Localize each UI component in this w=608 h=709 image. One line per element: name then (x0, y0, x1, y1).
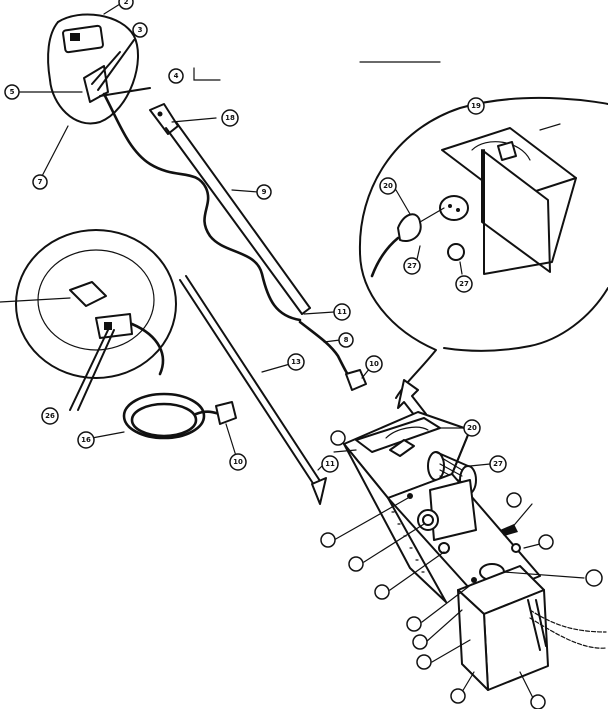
callout-blank-circles (320, 430, 603, 709)
svg-text:26: 26 (45, 412, 55, 420)
callout-9: 9 (256, 184, 272, 200)
search-coil (0, 229, 177, 411)
callout-3: 3 (132, 22, 148, 38)
callout-27c: 27 (489, 455, 507, 473)
leader-lines (333, 427, 585, 701)
coiled-cable (91, 392, 237, 457)
callout-7: 7 (32, 174, 48, 190)
control-cable-plug (298, 320, 371, 391)
callout-19: 19 (467, 97, 485, 115)
callout-27a: 27 (403, 257, 421, 275)
svg-text:11: 11 (337, 308, 347, 316)
svg-text:5: 5 (10, 88, 15, 96)
svg-text:20: 20 (467, 424, 477, 432)
svg-text:7: 7 (38, 178, 43, 186)
svg-text:8: 8 (344, 336, 349, 344)
svg-text:18: 18 (225, 114, 235, 122)
callout-13: 13 (287, 353, 305, 371)
coil-cable (102, 92, 302, 322)
callout-27b: 27 (455, 275, 473, 293)
svg-text:4: 4 (174, 72, 179, 80)
callout-4: 4 (168, 68, 184, 84)
svg-text:27: 27 (459, 280, 469, 288)
svg-text:16: 16 (81, 436, 91, 444)
callout-8: 8 (338, 332, 354, 348)
svg-text:3: 3 (138, 26, 143, 34)
svg-text:11: 11 (325, 460, 335, 468)
lower-shaft (179, 275, 329, 505)
upper-shaft (149, 103, 335, 315)
callout-18: 18 (221, 109, 239, 127)
svg-text:10: 10 (233, 458, 243, 466)
detail-bubble-meter-housing (358, 96, 608, 399)
svg-text:10: 10 (369, 360, 379, 368)
svg-text:2: 2 (124, 0, 129, 6)
callout-20a: 20 (379, 177, 397, 195)
svg-text:20: 20 (383, 182, 393, 190)
callout-5: 5 (4, 84, 20, 100)
callout-2: 2 (118, 0, 134, 10)
callout-26: 26 (41, 407, 59, 425)
svg-text:9: 9 (262, 188, 267, 196)
callout-labels: 2 3 4 5 7 18 9 11 8 10 13 26 16 10 11 19… (4, 0, 507, 473)
callout-10b: 10 (229, 453, 247, 471)
callout-11a: 11 (333, 303, 351, 321)
callout-20b: 20 (463, 419, 481, 437)
detail-circle-coil-connector (19, 3, 441, 181)
svg-text:19: 19 (471, 102, 481, 110)
control-housing (343, 411, 607, 691)
callout-10a: 10 (365, 355, 383, 373)
svg-text:13: 13 (291, 358, 301, 366)
svg-text:27: 27 (493, 460, 503, 468)
callout-11b: 11 (321, 455, 339, 473)
svg-text:27: 27 (407, 262, 417, 270)
callout-16: 16 (77, 431, 95, 449)
